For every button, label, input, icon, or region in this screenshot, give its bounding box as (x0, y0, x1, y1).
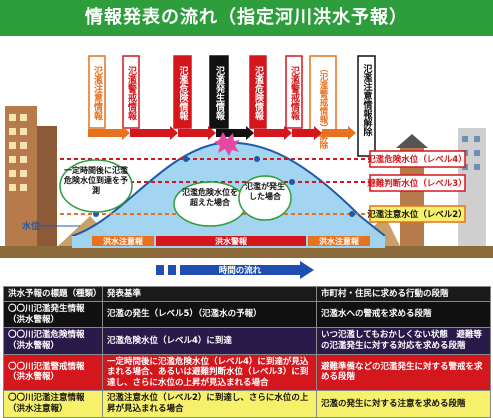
table-row: 〇〇川氾濫危険情報（洪水警報） 氾濫危険水位（レベル4）に到達 いつ氾濫してもお… (3, 327, 491, 355)
info-box-2: 氾濫警戒情報 (122, 55, 140, 129)
stage-left-label: 洪水注意報 (103, 236, 144, 246)
info-box-label: （氾濫警戒情報）解除 (318, 64, 329, 150)
row-criteria: 一定時間後に氾濫危険水位（レベル4）に到達が見込まれる場合、あるいは避難判断水位… (102, 353, 317, 392)
callout-right-text: 氾濫が発生した場合 (245, 182, 285, 201)
table-row: 〇〇川氾濫発生情報（洪水警報） 氾濫の発生（レベル5）（氾濫水の予報） 氾濫水へ… (3, 300, 491, 329)
info-box-7: （氾濫警戒情報）解除 (309, 55, 337, 150)
building-left-icon (5, 106, 57, 246)
info-box-3: 氾濫危険情報 (173, 55, 192, 129)
row-action: 避難準備などの氾濫発生に対する警戒を求める段階 (316, 353, 491, 392)
time-flow-label: 時間の流れ (219, 265, 262, 276)
info-box-8: 氾濫注意情報解除 (357, 55, 376, 157)
callout-mid-text: 氾濫危険水位を超えた場合 (182, 188, 238, 207)
callout-left-text: 一定時間後に氾濫危険水位到達を予測 (64, 166, 128, 195)
info-box-1: 氾濫注意情報 (88, 55, 106, 129)
info-box-label: 氾濫発生情報 (214, 65, 226, 121)
top-info-boxes: 氾濫注意情報 氾濫警戒情報 氾濫危険情報 氾濫発生情報 氾濫危険情報 氾濫警戒情… (88, 55, 376, 157)
info-box-label: 氾濫注意情報解除 (362, 63, 374, 137)
table-row: 〇〇川氾濫警戒情報（洪水警報） 一定時間後に氾濫危険水位（レベル4）に到達が見込… (3, 353, 491, 392)
table-header-title: 洪水予報の標題（種類） (3, 286, 103, 302)
flood-info-table: 洪水予報の標題（種類） 発表基準 市町村・住民に求める行動の段階 〇〇川氾濫発生… (3, 286, 491, 418)
row-title: 〇〇川氾濫危険情報（洪水警報） (3, 327, 103, 355)
water-level-label: 水位 (22, 220, 40, 232)
callout-right: 氾濫が発生した場合 (238, 175, 292, 221)
level2-label: 氾濫注意水位（レベル2） (367, 209, 466, 220)
row-title: 〇〇川氾濫発生情報（洪水警報） (3, 300, 103, 329)
info-box-label: 氾濫危険情報 (178, 65, 190, 121)
level4-label: 氾濫危険水位（レベル4） (367, 154, 466, 165)
level3-label: 避難判断水位（レベル3） (367, 178, 466, 189)
row-title: 〇〇川氾濫警戒情報（洪水警報） (3, 353, 103, 392)
row-action: 氾濫の発生に対する注意を求める段階 (316, 390, 491, 418)
flood-burst-icon (214, 132, 240, 156)
flood-info-diagram: 氾濫注意情報 氾濫警戒情報 氾濫危険情報 氾濫発生情報 氾濫危険情報 氾濫警戒情… (0, 36, 493, 286)
info-box-label: 氾濫注意情報 (92, 65, 104, 121)
info-box-6: 氾濫警戒情報 (285, 55, 303, 129)
threshold-lines (60, 158, 392, 215)
table-header-action: 市町村・住民に求める行動の段階 (316, 286, 491, 302)
stage-right-label: 洪水注意報 (319, 236, 360, 246)
info-box-label: 氾濫危険情報 (253, 65, 265, 121)
row-action: いつ氾濫してもおかしくない状態 避難等の氾濫発生に対する対応を求める段階 (316, 327, 491, 355)
row-action: 氾濫水への警戒を求める段階 (316, 300, 491, 329)
table-header-criteria: 発表基準 (102, 286, 317, 302)
stage-bars: 洪水注意報 洪水警報 洪水注意報 (92, 236, 370, 246)
info-box-label: 氾濫警戒情報 (126, 65, 138, 121)
row-criteria: 氾濫注意水位（レベル2）に到達し、さらに水位の上昇が見込まれる場合 (102, 390, 317, 418)
callout-left: 一定時間後に氾濫危険水位到達を予測 (59, 159, 133, 213)
time-flow-arrow: 時間の流れ (156, 261, 314, 279)
row-title: 〇〇川氾濫注意情報（洪水注意報） (3, 390, 103, 418)
page-title: 情報発表の流れ（指定河川洪水予報） (0, 0, 493, 36)
callout-mid: 氾濫危険水位を超えた場合 (173, 181, 247, 227)
stage-mid-label: 洪水警報 (215, 236, 248, 246)
level-labels: 氾濫危険水位（レベル4） 避難判断水位（レベル3） 氾濫注意水位（レベル2） (367, 150, 467, 223)
info-box-label: 氾濫警戒情報 (289, 65, 301, 121)
row-criteria: 氾濫危険水位（レベル4）に到達 (102, 327, 317, 355)
info-box-4: 氾濫発生情報 (209, 55, 229, 129)
info-box-5: 氾濫危険情報 (249, 55, 267, 129)
row-criteria: 氾濫の発生（レベル5）（氾濫水の予報） (102, 300, 317, 329)
table-row: 〇〇川氾濫注意情報（洪水注意報） 氾濫注意水位（レベル2）に到達し、さらに水位の… (3, 390, 491, 418)
info-timeline (88, 126, 356, 140)
